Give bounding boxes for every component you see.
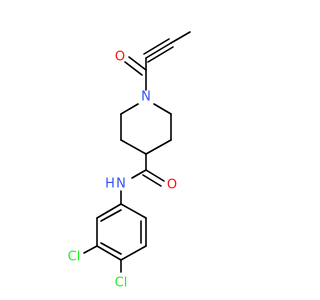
bond-alkyne-triple-c (147, 46, 174, 63)
atom-label-n-ring: N (141, 90, 151, 105)
atom-label-cl1: Cl (68, 250, 81, 265)
bond-ring-6 (120, 103, 139, 115)
bond-c-cl1 (83, 245, 98, 254)
bond-acyl-co-2 (124, 61, 143, 76)
bond-amide-co-1 (145, 169, 165, 182)
bond-ch3-alkyne (170, 31, 191, 44)
bond-benz-4b (100, 242, 122, 255)
bond-alkyne-triple-b (143, 38, 170, 55)
atom-label-cl2: Cl (115, 276, 128, 291)
bond-benz-4 (96, 245, 122, 261)
molecule-structure: O N O N H Cl Cl (68, 31, 191, 291)
atom-label-o-acyl: O (115, 50, 125, 65)
bond-benz-1 (120, 203, 147, 219)
bond-ring-4 (120, 139, 147, 155)
bond-ring-3 (145, 139, 172, 155)
bond-benz-6 (96, 203, 122, 219)
bond-amide-cn (131, 169, 147, 179)
bond-acyl-co-1 (128, 56, 147, 71)
bond-amide-co-2 (142, 174, 162, 187)
bond-benz-6b (100, 209, 122, 222)
bond-ring-1 (153, 103, 172, 115)
atom-label-o-amide: O (167, 178, 177, 193)
bond-benz-3 (120, 245, 147, 261)
bond-alkyne-triple-a (145, 42, 172, 59)
atom-label-h-amide: H (105, 177, 115, 192)
atom-label-n-amide: N (116, 177, 126, 192)
